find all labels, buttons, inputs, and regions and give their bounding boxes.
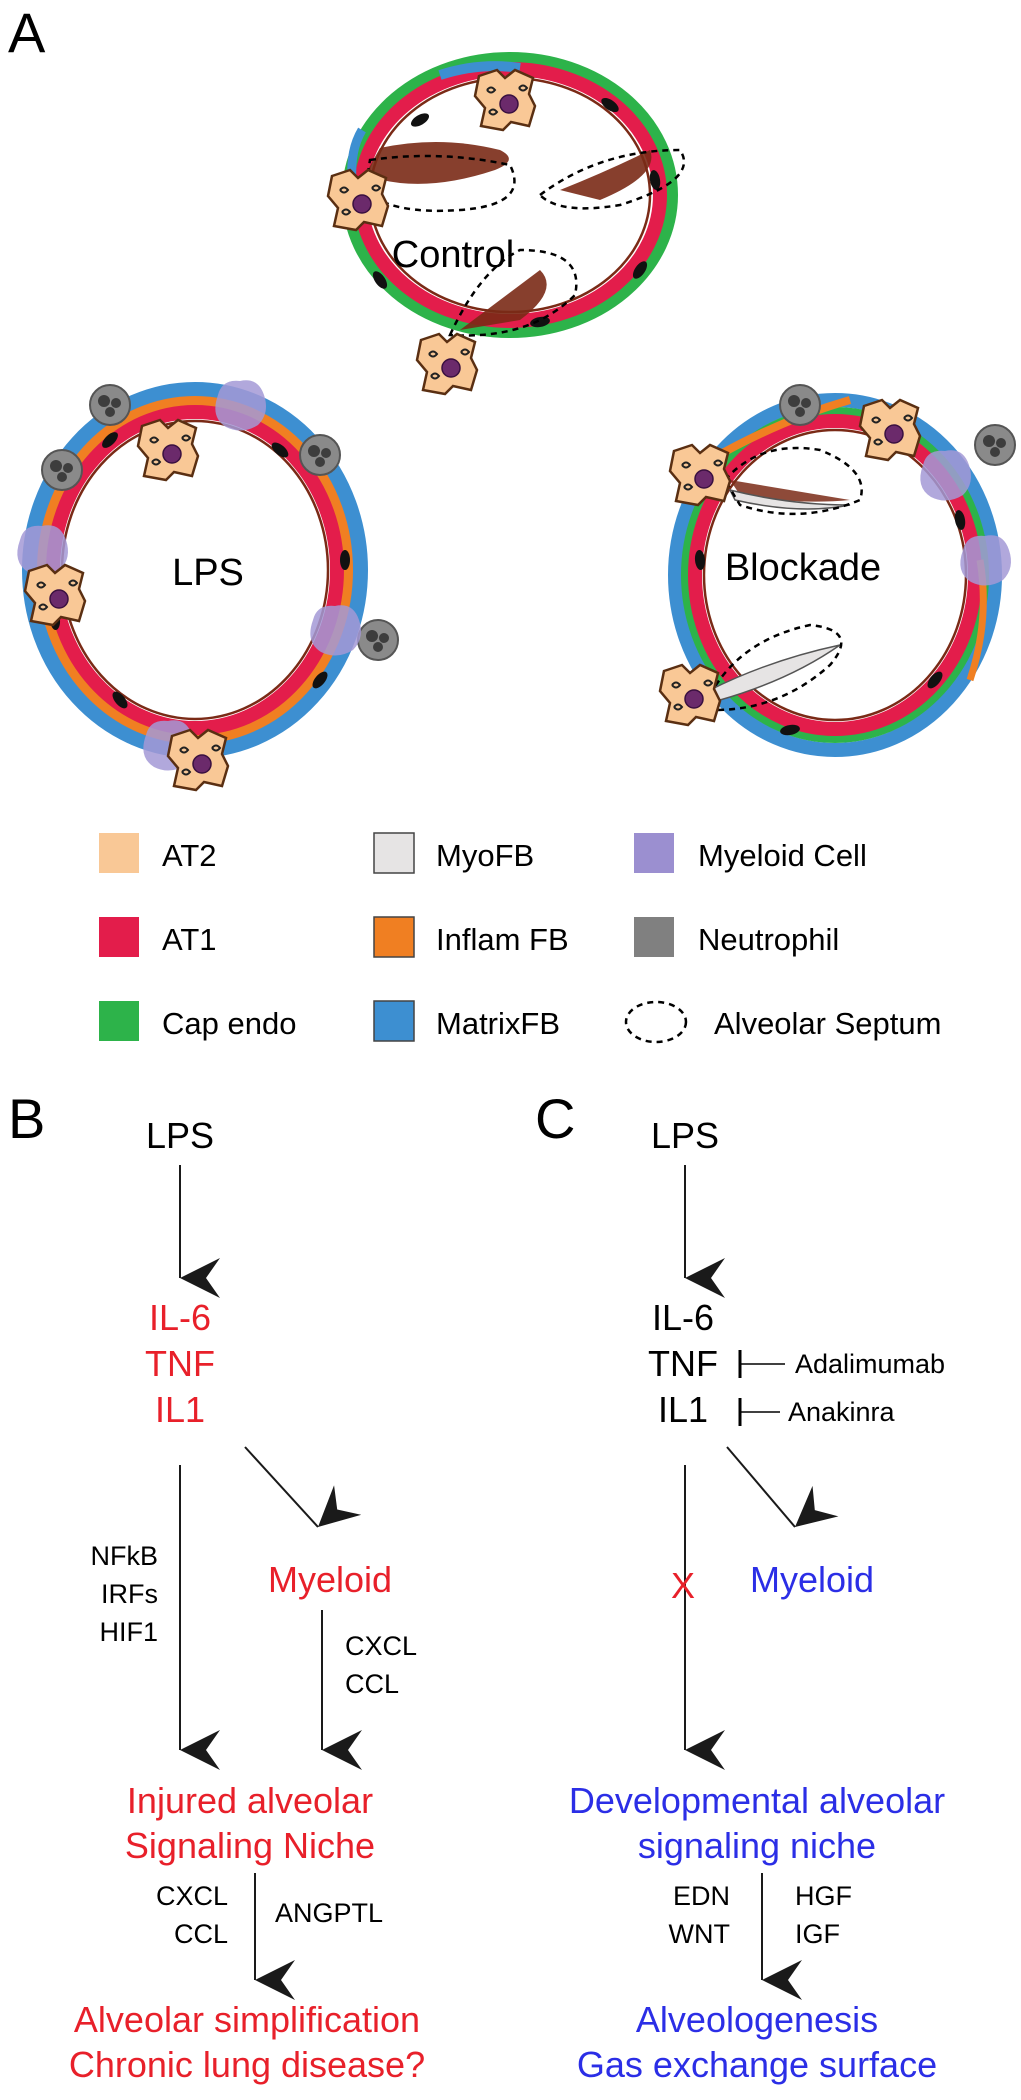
panel-c-flow: LPS IL-6 TNF IL1 Adalimumab Anakinra X M… — [569, 1115, 945, 2085]
c-cytokine-il6: IL-6 — [652, 1297, 714, 1338]
legend-item-cap-endo: Cap endo — [99, 1001, 296, 1041]
legend-item-myeloid-cell: Myeloid Cell — [634, 833, 867, 873]
panel-label-a: A — [8, 1, 46, 64]
c-inhibitor-anakinra: Anakinra — [788, 1397, 896, 1427]
c-cytokine-il1: IL1 — [658, 1389, 708, 1430]
legend-item-at2: AT2 — [99, 833, 217, 873]
c-lps: LPS — [651, 1115, 719, 1156]
lps-alveolus: LPS — [17, 380, 399, 792]
lps-alveolus-label: LPS — [172, 552, 244, 594]
control-label: Control — [392, 234, 515, 276]
legend-item-matrixfb: MatrixFB — [373, 1000, 560, 1042]
c-niche-factor-edn: EDN — [673, 1881, 730, 1911]
legend-item-alveolar-septum: Alveolar Septum — [624, 1000, 941, 1044]
panel-label-c: C — [535, 1087, 575, 1150]
b-outcome-line1: Alveolar simplification — [74, 1999, 420, 2040]
b-lps: LPS — [146, 1115, 214, 1156]
legend-label: MatrixFB — [436, 1006, 560, 1041]
legend-label: Cap endo — [162, 1006, 296, 1041]
c-block-mark: X — [671, 1565, 695, 1606]
b-outcome-line2: Chronic lung disease? — [69, 2044, 425, 2085]
c-niche-factor-igf: IGF — [795, 1919, 840, 1949]
b-myeloid-factor-ccl: CCL — [345, 1669, 399, 1699]
blockade-alveolus: Blockade — [658, 384, 1016, 757]
legend-label: Inflam FB — [436, 922, 569, 957]
b-cytokine-il6: IL-6 — [149, 1297, 211, 1338]
c-cytokine-tnf: TNF — [648, 1343, 718, 1384]
b-cytokine-il1: IL1 — [155, 1389, 205, 1430]
legend-label: Alveolar Septum — [714, 1006, 941, 1041]
b-myeloid-factor-cxcl: CXCL — [345, 1631, 417, 1661]
c-niche-line2: signaling niche — [638, 1825, 876, 1866]
panel-b-flow: LPS IL-6 TNF IL1 NFkB IRFs HIF1 Myeloid … — [69, 1115, 425, 2085]
b-niche-line2: Signaling Niche — [125, 1825, 375, 1866]
legend-label: Myeloid Cell — [698, 838, 867, 873]
c-niche-factor-wnt: WNT — [669, 1919, 730, 1949]
blockade-alveolus-label: Blockade — [725, 547, 881, 589]
c-outcome-line2: Gas exchange surface — [577, 2044, 937, 2085]
legend-item-myofb: MyoFB — [373, 832, 534, 874]
b-niche-factor-ccl: CCL — [174, 1919, 228, 1949]
legend: AT2 AT1 Cap endo MyoFB Inflam FB MatrixF… — [99, 832, 941, 1044]
legend-item-neutrophil: Neutrophil — [634, 917, 839, 957]
b-niche-line1: Injured alveolar — [127, 1780, 373, 1821]
b-niche-factor-angptl: ANGPTL — [275, 1898, 383, 1928]
b-cytokine-tnf: TNF — [145, 1343, 215, 1384]
b-myeloid: Myeloid — [268, 1559, 392, 1600]
b-pathway-nfkb: NFkB — [91, 1541, 159, 1571]
legend-label: AT1 — [162, 922, 217, 957]
b-pathway-irfs: IRFs — [101, 1579, 158, 1609]
legend-label: Neutrophil — [698, 922, 839, 957]
c-inhibitor-adalimumab: Adalimumab — [795, 1349, 945, 1379]
control-alveolus: Control — [326, 52, 686, 396]
legend-item-at1: AT1 — [99, 917, 217, 957]
legend-label: AT2 — [162, 838, 217, 873]
c-outcome-line1: Alveologenesis — [636, 1999, 878, 2040]
legend-item-inflam-fb: Inflam FB — [373, 916, 569, 958]
legend-label: MyoFB — [436, 838, 534, 873]
b-niche-factor-cxcl: CXCL — [156, 1881, 228, 1911]
c-niche-factor-hgf: HGF — [795, 1881, 852, 1911]
b-pathway-hif1: HIF1 — [99, 1617, 158, 1647]
c-niche-line1: Developmental alveolar — [569, 1780, 945, 1821]
panel-label-b: B — [8, 1087, 45, 1150]
c-myeloid: Myeloid — [750, 1559, 874, 1600]
